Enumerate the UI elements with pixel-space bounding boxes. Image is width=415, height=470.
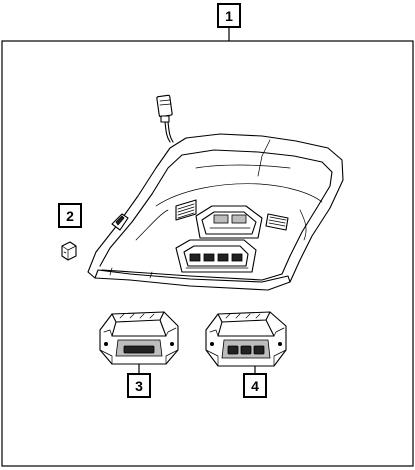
callout-3-box bbox=[127, 373, 151, 398]
right-vent bbox=[265, 213, 289, 231]
switch-module-right bbox=[205, 311, 287, 367]
callout-1[interactable]: 1 bbox=[217, 3, 241, 41]
callout-2[interactable]: 2 bbox=[58, 203, 82, 228]
callout-4-label: 4 bbox=[251, 378, 259, 394]
assembly-frame bbox=[1, 40, 414, 467]
callout-3[interactable]: 3 bbox=[127, 364, 151, 398]
callout-1-box bbox=[217, 3, 241, 28]
callout-1-label: 1 bbox=[225, 8, 233, 24]
callout-4-box bbox=[243, 373, 267, 398]
callout-2-label: 2 bbox=[66, 208, 74, 224]
switch-module-left bbox=[99, 311, 179, 365]
wire-connector bbox=[156, 94, 174, 143]
callout-2-box bbox=[58, 203, 82, 228]
callout-4[interactable]: 4 bbox=[243, 366, 267, 398]
bulb-part bbox=[61, 241, 77, 261]
overhead-console bbox=[87, 94, 344, 291]
callout-3-label: 3 bbox=[135, 378, 143, 394]
left-vent bbox=[175, 199, 197, 221]
